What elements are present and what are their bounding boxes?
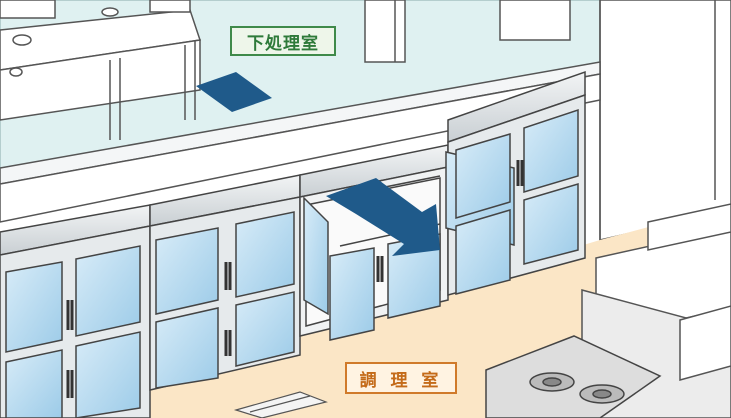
refrigerator-row (0, 70, 586, 418)
counter-front (0, 73, 601, 223)
right-wall (599, 0, 731, 241)
floor-grate (233, 391, 328, 418)
kitchen-label: 調 理 室 (345, 362, 457, 394)
door-handles (66, 160, 524, 398)
prep-room-label: 下処理室 (230, 26, 336, 56)
prep-table (0, 0, 201, 140)
flow-arrow-icon (196, 72, 272, 112)
kitchen-equipment (581, 203, 731, 418)
flow-arrow-icon (326, 178, 440, 256)
stove (485, 335, 662, 418)
prep-equipment (364, 0, 571, 63)
